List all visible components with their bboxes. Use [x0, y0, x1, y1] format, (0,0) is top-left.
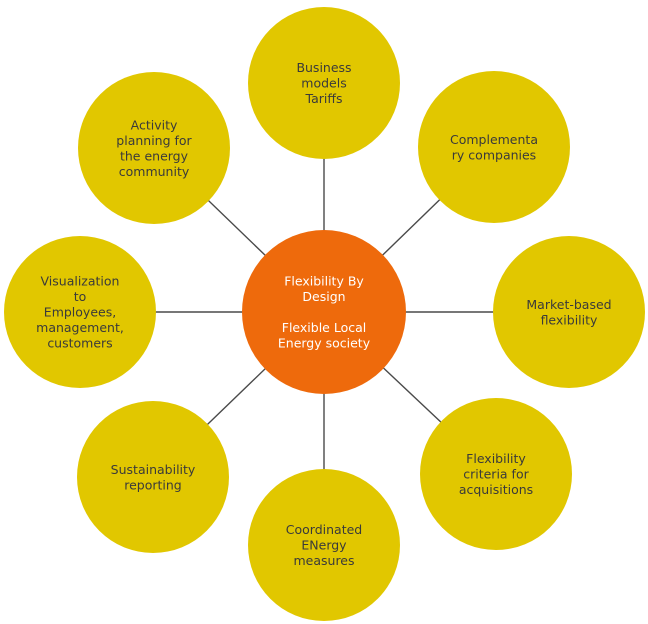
node-circle: [493, 236, 645, 388]
label-line: Flexibility: [466, 451, 526, 466]
label-line: ENergy: [301, 538, 347, 553]
label-line: Activity: [131, 117, 178, 132]
label-line: management,: [36, 320, 124, 335]
node-circle: [248, 469, 400, 621]
label-line: community: [119, 164, 190, 179]
label-line: Visualization: [41, 274, 120, 289]
label-line: flexibility: [541, 312, 598, 327]
label-line: the energy: [120, 148, 189, 163]
label-line: Flexible Local: [282, 320, 366, 335]
node-circle: [420, 398, 572, 550]
label-line: Flexibility By: [284, 274, 364, 289]
node-circle: [248, 7, 400, 159]
hub-circle: [242, 230, 406, 394]
node-circle: [4, 236, 156, 388]
label-line: Energy society: [278, 336, 371, 351]
label-line: ry companies: [452, 147, 536, 162]
label-line: Sustainability: [111, 462, 196, 477]
label-line: models: [301, 76, 346, 91]
label-line: Employees,: [44, 305, 116, 320]
label-line: measures: [293, 553, 354, 568]
label-line: criteria for: [463, 467, 529, 482]
node-circle: [77, 401, 229, 553]
node-circle: [418, 71, 570, 223]
label-line: reporting: [124, 477, 182, 492]
label-line: planning for: [116, 133, 192, 148]
label-line: Business: [296, 60, 351, 75]
label-line: customers: [47, 336, 112, 351]
node-circle: [78, 72, 230, 224]
label-line: Coordinated: [286, 522, 362, 537]
label-line: Complementa: [450, 132, 538, 147]
label-line: to: [74, 289, 87, 304]
label-line: Design: [302, 289, 345, 304]
label-line: acquisitions: [459, 482, 533, 497]
label-line: Market-based: [526, 297, 611, 312]
label-line: Tariffs: [305, 91, 343, 106]
